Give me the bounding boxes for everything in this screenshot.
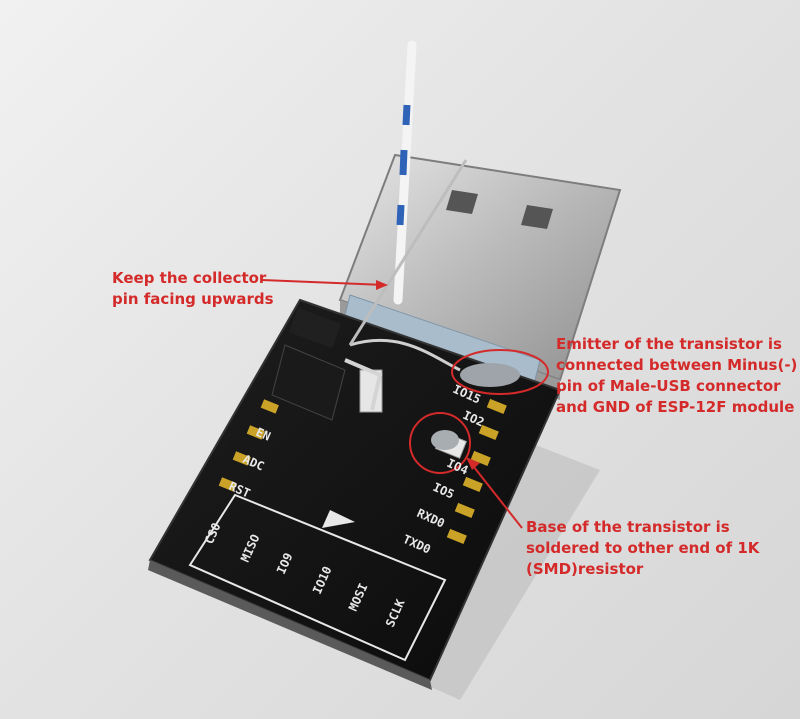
gold-pads-left bbox=[218, 399, 279, 492]
collector-arrow-head bbox=[376, 280, 388, 290]
transistor bbox=[271, 307, 461, 421]
base-arrow bbox=[469, 461, 523, 529]
usb-hole-right bbox=[521, 205, 553, 229]
board-edge bbox=[148, 560, 432, 690]
solder-blob-emitter bbox=[460, 363, 520, 387]
base-arrow-head bbox=[466, 457, 480, 470]
emitter-annotation: Emitter of the transistor is connected b… bbox=[556, 335, 798, 416]
emitter-circle bbox=[451, 349, 549, 395]
collector-arrow bbox=[261, 279, 387, 286]
gold-pads-right bbox=[446, 398, 507, 545]
solder-blob-base bbox=[431, 430, 459, 450]
label-en: EN bbox=[254, 425, 273, 444]
silkscreen-arrow bbox=[322, 510, 355, 528]
collector-wire bbox=[348, 40, 468, 346]
usb-hole-left bbox=[446, 190, 478, 214]
base-circle bbox=[409, 412, 471, 474]
silkscreen-outline bbox=[188, 493, 447, 662]
collector-annotation: Keep the collector pin facing upwards bbox=[112, 269, 274, 308]
base-annotation: Base of the transistor is soldered to ot… bbox=[526, 518, 760, 578]
